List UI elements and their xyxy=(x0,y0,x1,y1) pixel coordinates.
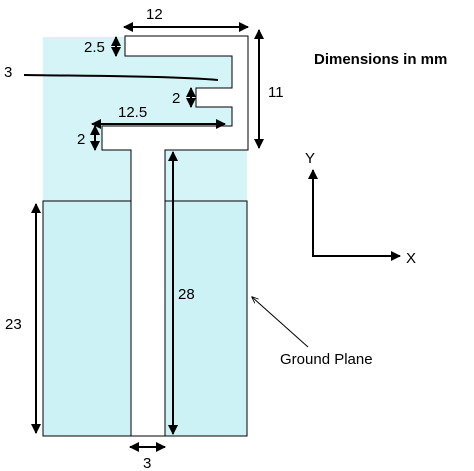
dim-top-arm-label: 2.5 xyxy=(84,39,105,56)
ground-plane-pointer xyxy=(252,297,309,348)
dim-right-height-label: 11 xyxy=(268,84,284,101)
dim-strip-length-label: 28 xyxy=(178,286,195,303)
x-axis-label: X xyxy=(406,250,416,267)
dim-top-width-label: 12 xyxy=(146,6,163,23)
dim-lower-arm-label: 12.5 xyxy=(118,104,147,121)
ground-plane-label: Ground Plane xyxy=(280,351,373,368)
feed-line xyxy=(23,74,219,81)
diagram-title: Dimensions in mm xyxy=(314,51,447,68)
dim-lower-thickness-label: 2 xyxy=(77,131,85,148)
y-axis-label: Y xyxy=(305,150,315,167)
dim-strip-width-label: 3 xyxy=(143,455,151,471)
dim-slot-gap-label: 2 xyxy=(172,90,180,107)
dim-ground-height-label: 23 xyxy=(5,316,22,333)
dim-feed-label: 3 xyxy=(4,64,12,81)
